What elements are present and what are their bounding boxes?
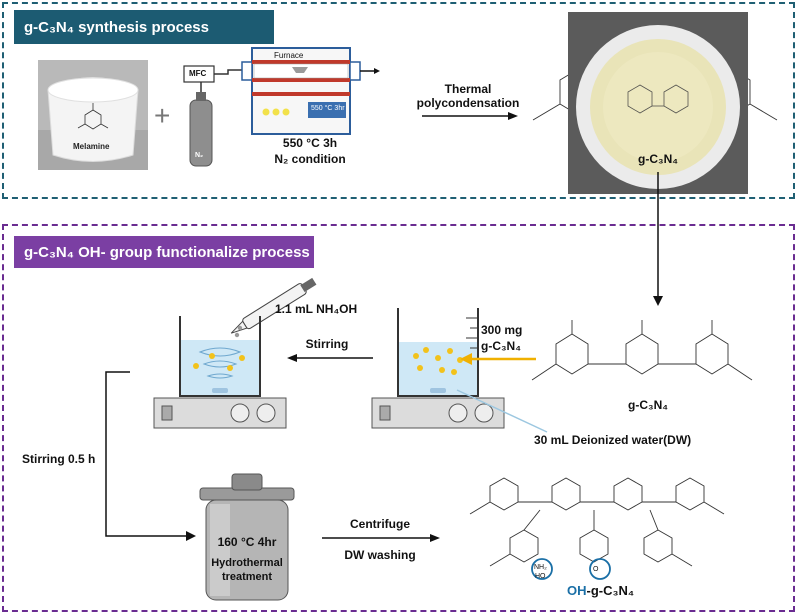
o-group-label: O [593,566,599,573]
melamine-label: Melamine [73,142,110,151]
washing-label: DW washing [344,548,416,562]
sample-name: g-C₃N₄ [481,339,521,353]
dispersion-beaker [371,308,505,429]
mfc-label: MFC [189,69,207,78]
furnace-display: 550 °C 3hr [311,105,345,112]
water-pointer [456,389,548,433]
stirring-connector [105,371,196,541]
n2-cylinder-label: N₂ [195,152,204,159]
sample-mass: 300 mg [481,323,523,337]
plus-sign: + [154,100,171,131]
polycondensation-arrow [422,112,518,120]
centrifuge-label: Centrifuge [350,517,410,531]
pipette-icon [230,277,317,338]
condition-temp: 550 °C 3h [282,136,338,150]
stirring-arrow [287,354,373,362]
furnace-label: Furnace [274,51,304,60]
gc3n4-structure-middle [531,320,753,381]
autoclave-hydrothermal: Hydrothermal [211,557,283,569]
melamine-bowl-photo [38,60,148,170]
polycondensation-label: polycondensation [416,96,520,110]
synthesis-panel [2,2,795,199]
water-label: 30 mL Deionized water(DW) [534,433,692,447]
nh2-group-label: NH₂ [534,564,547,571]
furnace-setup [183,47,380,167]
stirring-time-label: Stirring 0.5 h [22,452,96,466]
connector-arrow-down [653,172,663,306]
product-label-top: g-C₃N₄ [638,152,678,166]
final-product-suffix: -g-C₃N₄ [586,583,635,598]
autoclave-temp: 160 °C 4hr [217,535,277,549]
synthesis-panel-title: g-C₃N₄ synthesis process [14,10,274,44]
stirring-beaker-ammonia [153,316,287,429]
condition-gas: N₂ condition [274,152,346,166]
final-product-prefix: OH [567,583,587,598]
sample-addition-arrow [460,353,536,365]
structure-label: g-C₃N₄ [628,398,668,412]
autoclave-vessel [199,473,295,601]
oh-gc3n4-structure [469,477,725,580]
functionalize-panel-title: g-C₃N₄ OH- group functionalize process [14,236,314,268]
autoclave-treatment: treatment [221,571,273,583]
functionalize-panel [2,224,795,612]
stirring-label: Stirring [305,337,349,351]
gc3n4-powder-photo [568,12,748,194]
final-product-label: OH-g-C₃N₄ [567,583,634,598]
reagent-label: 1.1 mL NH₄OH [275,302,358,316]
thermal-label: Thermal [444,82,492,96]
centrifuge-arrow [322,534,440,542]
ho-group-label: HO [535,573,546,580]
